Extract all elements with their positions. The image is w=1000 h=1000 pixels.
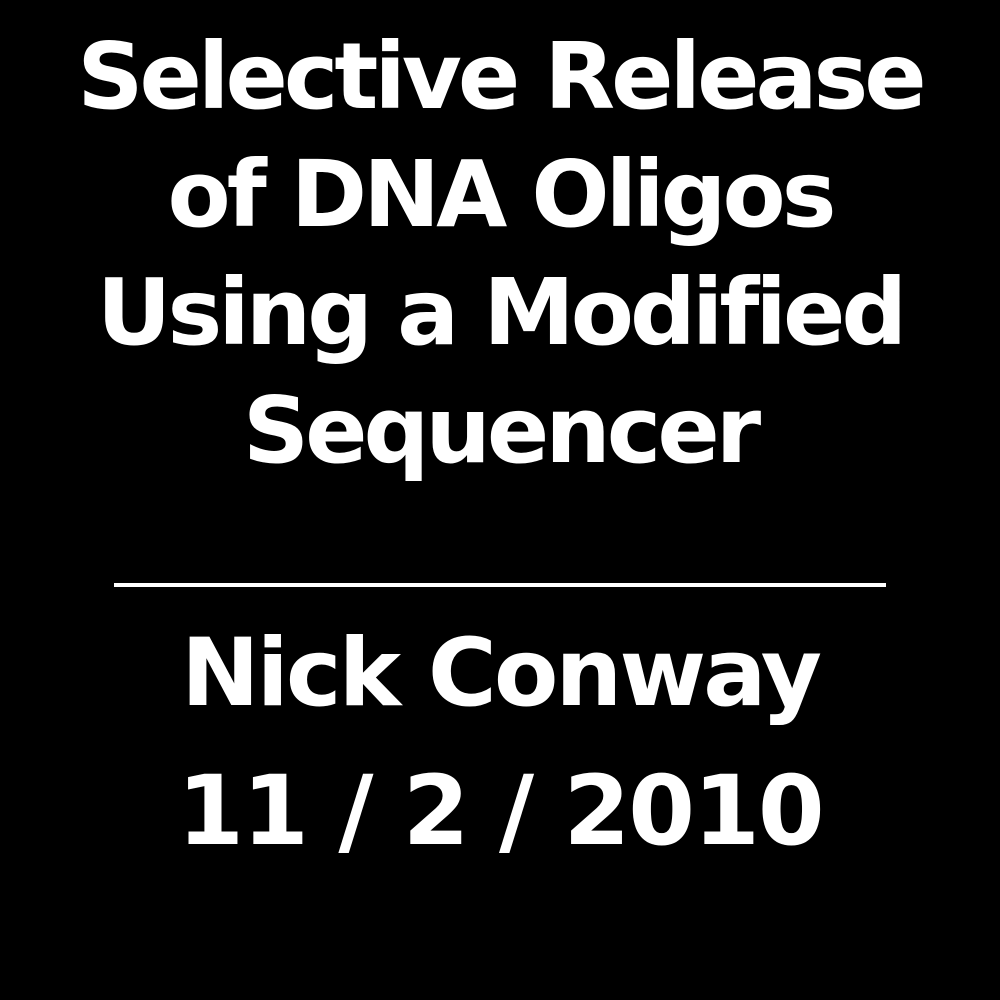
author-name: Nick Conway (181, 619, 822, 728)
title-line-2: of DNA Oligos (167, 141, 837, 248)
slide-title: Selective Release of DNA Oligos Using a … (0, 18, 1000, 490)
title-line-3: Using a Modified (96, 259, 907, 366)
title-line-4: Sequencer (242, 377, 761, 484)
presentation-date: 11 / 2 / 2010 (177, 755, 824, 867)
title-line-1: Selective Release (77, 23, 926, 130)
title-divider (114, 583, 886, 587)
